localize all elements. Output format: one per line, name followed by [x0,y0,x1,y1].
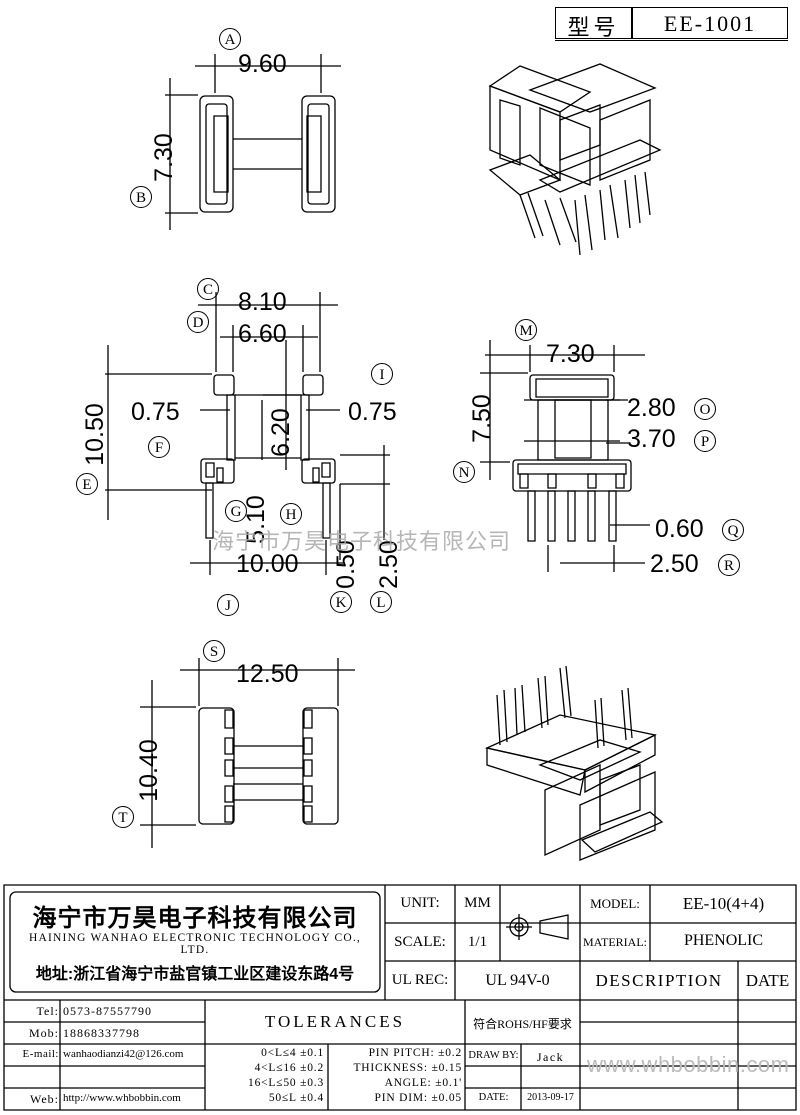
circle-ref-q: Q [722,519,744,541]
tolerance-length-3: 16<L≤50 ±0.3 [248,1077,324,1089]
date-value: 2013-09-17 [527,1092,574,1103]
material-label: MATERIAL: [583,935,647,949]
contact-web-label: Web: [29,1092,59,1106]
circle-ref-b: B [130,186,152,208]
front-view [105,292,390,575]
tolerances-title: TOLERANCES [264,1012,406,1031]
circle-ref-d: D [187,311,209,333]
scale-label: SCALE: [394,934,446,950]
ulrec-label: UL REC: [391,972,449,988]
circle-ref-h: H [280,503,302,525]
contact-tel-value: 0573-87557790 [63,1004,152,1018]
iso-view-top [490,64,660,255]
tolerance-other-2: THICKNESS: ±0.15 [353,1062,462,1074]
contact-email-label: E-mail: [22,1048,59,1060]
draw-by-value: Jack [536,1050,565,1064]
tolerance-length-2: 4<L≤16 ±0.2 [254,1062,324,1074]
title-box-divider [631,8,633,38]
rohs-note: 符合ROHS/HF要求 [473,1017,572,1031]
contact-web-value: http://www.whbobbin.com [63,1092,181,1104]
circle-ref-n: N [453,461,475,483]
title-label: 型号 [567,15,620,40]
dim-side-pitch: 2.50 [650,550,699,578]
scale-value: 1/1 [467,934,488,950]
tolerance-length-1: 0<L≤4 ±0.1 [261,1047,324,1059]
circle-ref-i: I [371,363,393,385]
dim-front-outer-width: 8.10 [238,288,287,316]
title-model: EE-1001 [663,11,757,36]
circle-ref-m: M [515,319,537,341]
dim-side-core: 3.70 [627,425,676,453]
tolerance-other-3: ANGLE: ±0.1' [384,1077,462,1089]
draw-by-label: DRAW BY: [468,1050,519,1061]
dim-side-width: 7.30 [546,340,595,368]
company-address: 地址:浙江省海宁市盐官镇工业区建设东路4号 [35,966,355,983]
circle-ref-f: F [148,436,170,458]
material-value: PHENOLIC [683,932,764,949]
side-view [480,340,650,572]
drawing-canvas [0,0,800,885]
model-label: MODEL: [590,896,640,911]
circle-ref-c: C [197,278,219,300]
dim-front-pin-span: 10.00 [236,550,299,578]
ulrec-value: UL 94V-0 [485,972,550,989]
circle-ref-l: L [370,591,392,613]
title-box: 型号 EE-1001 [555,7,788,40]
dim-bottom-width: 12.50 [236,660,299,688]
contact-mob-value: 18868337798 [63,1026,140,1040]
model-value: EE-10(4+4) [682,894,765,913]
unit-value: MM [464,895,491,911]
circle-ref-k: K [330,591,352,613]
circle-ref-j: J [217,594,239,616]
contact-email-value: wanhaodianzi42@126.com [63,1048,184,1060]
dim-top-width: 9.60 [238,50,287,78]
contact-tel-label: Tel: [36,1004,59,1018]
projection-symbol [506,914,568,940]
dim-front-wall-left: 0.75 [131,398,180,426]
company-name-en: HAINING WANHAO ELECTRONIC TECHNOLOGY CO.… [29,932,361,956]
date-header: DATE [745,971,790,990]
top-view [165,54,341,230]
watermark: 海宁市万昊电子科技有限公司 [212,529,512,554]
circle-ref-p: P [694,430,716,452]
dim-front-inner-width: 6.60 [238,320,287,348]
circle-ref-t: T [112,806,134,828]
tolerance-other-4: PIN DIM: ±0.05 [374,1092,462,1104]
description-label: DESCRIPTION [595,971,723,990]
bottom-view [140,658,355,848]
footer-url-watermark: www.whbobbin.com [587,1052,790,1077]
circle-ref-a: A [219,28,241,50]
dim-side-window: 2.80 [627,394,676,422]
company-name-cn: 海宁市万昊电子科技有限公司 [32,905,358,932]
circle-ref-e: E [76,473,98,495]
circle-ref-g: G [225,500,247,522]
tolerance-other-1: PIN PITCH: ±0.2 [368,1047,462,1059]
dim-side-pin-dia: 0.60 [655,515,704,543]
iso-view-bottom [487,666,662,860]
contact-mob-label: Mob: [28,1026,59,1040]
title-underline [555,40,788,41]
unit-label: UNIT: [400,895,440,911]
circle-ref-r: R [718,554,740,576]
dim-front-wall-right: 0.75 [348,398,397,426]
circle-ref-o: O [694,398,716,420]
circle-ref-s: S [203,640,225,662]
tolerance-length-4: 50≤L ±0.4 [268,1092,324,1104]
date-label: DATE: [478,1092,509,1103]
